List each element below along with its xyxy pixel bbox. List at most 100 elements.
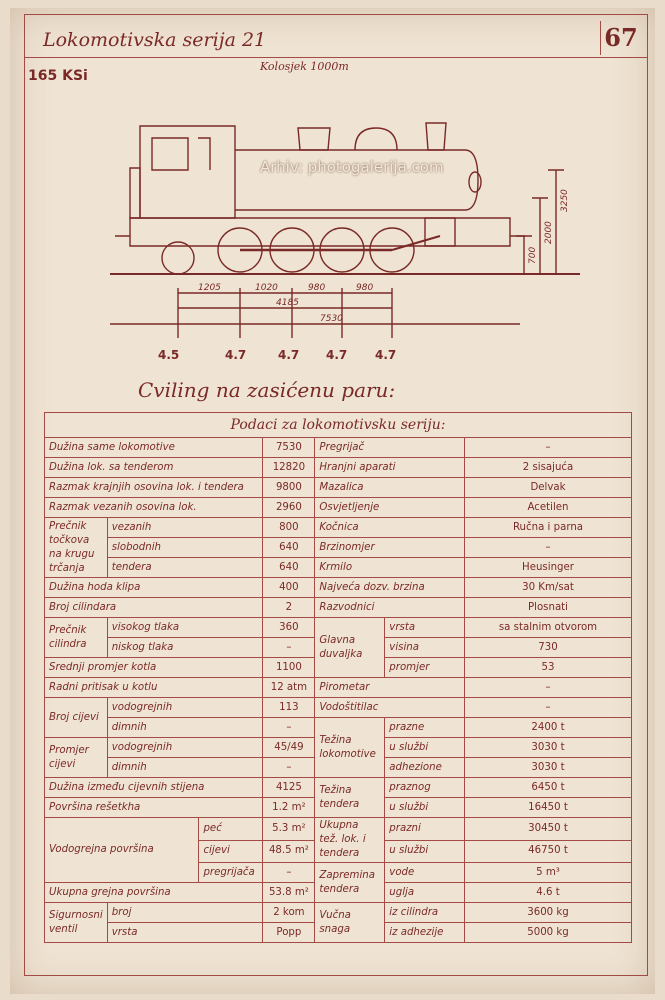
group-label: Promjer cijevi — [44, 737, 108, 778]
axle-load-3: 4.7 — [278, 348, 300, 362]
spec-label: Razmak krajnjih osovina lok. i tendera — [43, 477, 264, 498]
group-label: Prečnik točkova na krugu trčanja — [44, 517, 108, 578]
spec-label: Hranjni aparati — [314, 457, 465, 478]
spec-sublabel: u službi — [384, 839, 465, 863]
spec-label: Vodoštitilac — [314, 697, 465, 718]
spec-sublabel: cijevi — [198, 839, 264, 863]
spec-label: Osvjetljenje — [314, 497, 465, 518]
spec-value: 4125 — [262, 777, 316, 798]
header-divider — [25, 57, 647, 58]
spec-value: – — [464, 697, 632, 718]
axle-load-5: 4.7 — [375, 348, 397, 362]
spec-sublabel: vode — [384, 862, 465, 883]
page-number: 67 — [600, 21, 641, 55]
document-page: Lokomotivska serija 21 67 165 KSi Kolosj… — [10, 8, 655, 994]
group-label: Glavna duvaljka — [314, 617, 386, 678]
spec-value: 48.5 m² — [262, 839, 316, 863]
drawing-sheet: Lokomotivska serija 21 67 — [24, 14, 648, 976]
spec-value: – — [262, 637, 316, 658]
spec-label: Srednji promjer kotla — [43, 657, 264, 678]
spec-value: 5 m³ — [464, 862, 632, 883]
spec-value: 4.6 t — [464, 882, 632, 903]
spec-value: 730 — [464, 637, 632, 658]
spec-value: 113 — [262, 697, 316, 718]
spec-value: 53.8 m² — [262, 882, 316, 903]
spec-sublabel: tendera — [106, 557, 264, 578]
spec-sublabel: iz cilindra — [384, 902, 465, 923]
spec-sublabel: slobodnih — [106, 537, 264, 558]
spec-value: 45/49 — [262, 737, 316, 758]
spec-value: 2400 t — [464, 717, 632, 738]
dim-coupled-base: 4185 — [276, 298, 299, 308]
spec-value: Plosnati — [464, 597, 632, 618]
spec-value: sa stalnim otvorom — [464, 617, 632, 638]
track-gauge-note: Kolosjek 1000m — [260, 60, 349, 73]
group-label: Sigurnosni ventil — [44, 902, 108, 943]
series-code: 165 KSi — [28, 68, 88, 84]
watermark-text: Arhiv: photogalerija.com — [260, 158, 444, 176]
section-title: Cviling na zasićenu paru: — [138, 378, 396, 402]
spec-label: Najveća dozv. brzina — [314, 577, 465, 598]
spec-value: – — [262, 717, 316, 738]
spec-value: Acetilen — [464, 497, 632, 518]
spec-value: 400 — [262, 577, 316, 598]
spec-value: 46750 t — [464, 839, 632, 863]
chimney — [425, 122, 447, 151]
axle-load-4: 4.7 — [326, 348, 348, 362]
group-label: Težina lokomotive — [314, 717, 386, 778]
spec-value: – — [464, 677, 632, 698]
axle-load-1: 4.5 — [158, 348, 180, 362]
spec-sublabel: uglja — [384, 882, 465, 903]
spec-value: Popp — [262, 922, 316, 943]
dim-wheelbase-2: 1020 — [255, 283, 278, 293]
dim-wheelbase-4: 980 — [356, 283, 373, 293]
spec-sublabel: niskog tlaka — [106, 637, 264, 658]
group-label: Vodogrejna površina — [43, 817, 200, 883]
locomotive-drawing: 1205 1020 980 980 4185 7530 3250 2000 70… — [110, 122, 580, 338]
spec-value: 2960 — [262, 497, 316, 518]
spec-label: Kočnica — [314, 517, 465, 538]
spec-value: 800 — [262, 517, 316, 538]
spec-value: 7530 — [262, 437, 316, 458]
spec-value: 3030 t — [464, 737, 632, 758]
spec-label: Radni pritisak u kotlu — [43, 677, 264, 698]
group-label: Broj cijevi — [44, 697, 108, 738]
spec-value: 5.3 m² — [262, 817, 316, 841]
spec-sublabel: adhezione — [384, 757, 465, 778]
spec-label: Dužina same lokomotive — [43, 437, 264, 458]
spec-label: Razvodnici — [314, 597, 465, 618]
spec-label: Površina rešetkha — [43, 797, 264, 818]
spec-value: Ručna i parna — [464, 517, 632, 538]
spec-value: 2 — [262, 597, 316, 618]
spec-value: – — [262, 757, 316, 778]
spec-sublabel: vrsta — [106, 922, 264, 943]
spec-label: Razmak vezanih osovina lok. — [43, 497, 264, 518]
group-label: Zapremina tendera — [314, 862, 386, 903]
spec-value: 53 — [464, 657, 632, 678]
table-title: Podaci za lokomotivsku seriju: — [44, 412, 632, 438]
spec-sublabel: prazne — [384, 717, 465, 738]
spec-value: – — [464, 537, 632, 558]
spec-value: 12 atm — [262, 677, 316, 698]
wheel-leading — [161, 241, 195, 275]
spec-value: 2 sisajuća — [464, 457, 632, 478]
spec-value: 3030 t — [464, 757, 632, 778]
spec-label: Dužina hoda klipa — [43, 577, 264, 598]
spec-value: 30450 t — [464, 817, 632, 841]
dim-height-boiler: 2000 — [544, 221, 554, 244]
spec-sublabel: praznog — [384, 777, 465, 798]
spec-sublabel: broj — [106, 902, 264, 923]
dim-height-buffer: 700 — [528, 247, 538, 264]
axle-loads: 4.5 4.7 4.7 4.7 4.7 — [10, 348, 665, 368]
dim-wheelbase-1: 1205 — [198, 283, 221, 293]
dim-wheelbase-3: 980 — [308, 283, 325, 293]
spec-sublabel: visina — [384, 637, 465, 658]
spec-value: 30 Km/sat — [464, 577, 632, 598]
spec-value: 6450 t — [464, 777, 632, 798]
spec-sublabel: iz adhezije — [384, 922, 465, 943]
spec-value: 360 — [262, 617, 316, 638]
spec-sublabel: u službi — [384, 797, 465, 818]
spec-value: 12820 — [262, 457, 316, 478]
spec-value: 1.2 m² — [262, 797, 316, 818]
spec-value: 2 kom — [262, 902, 316, 923]
